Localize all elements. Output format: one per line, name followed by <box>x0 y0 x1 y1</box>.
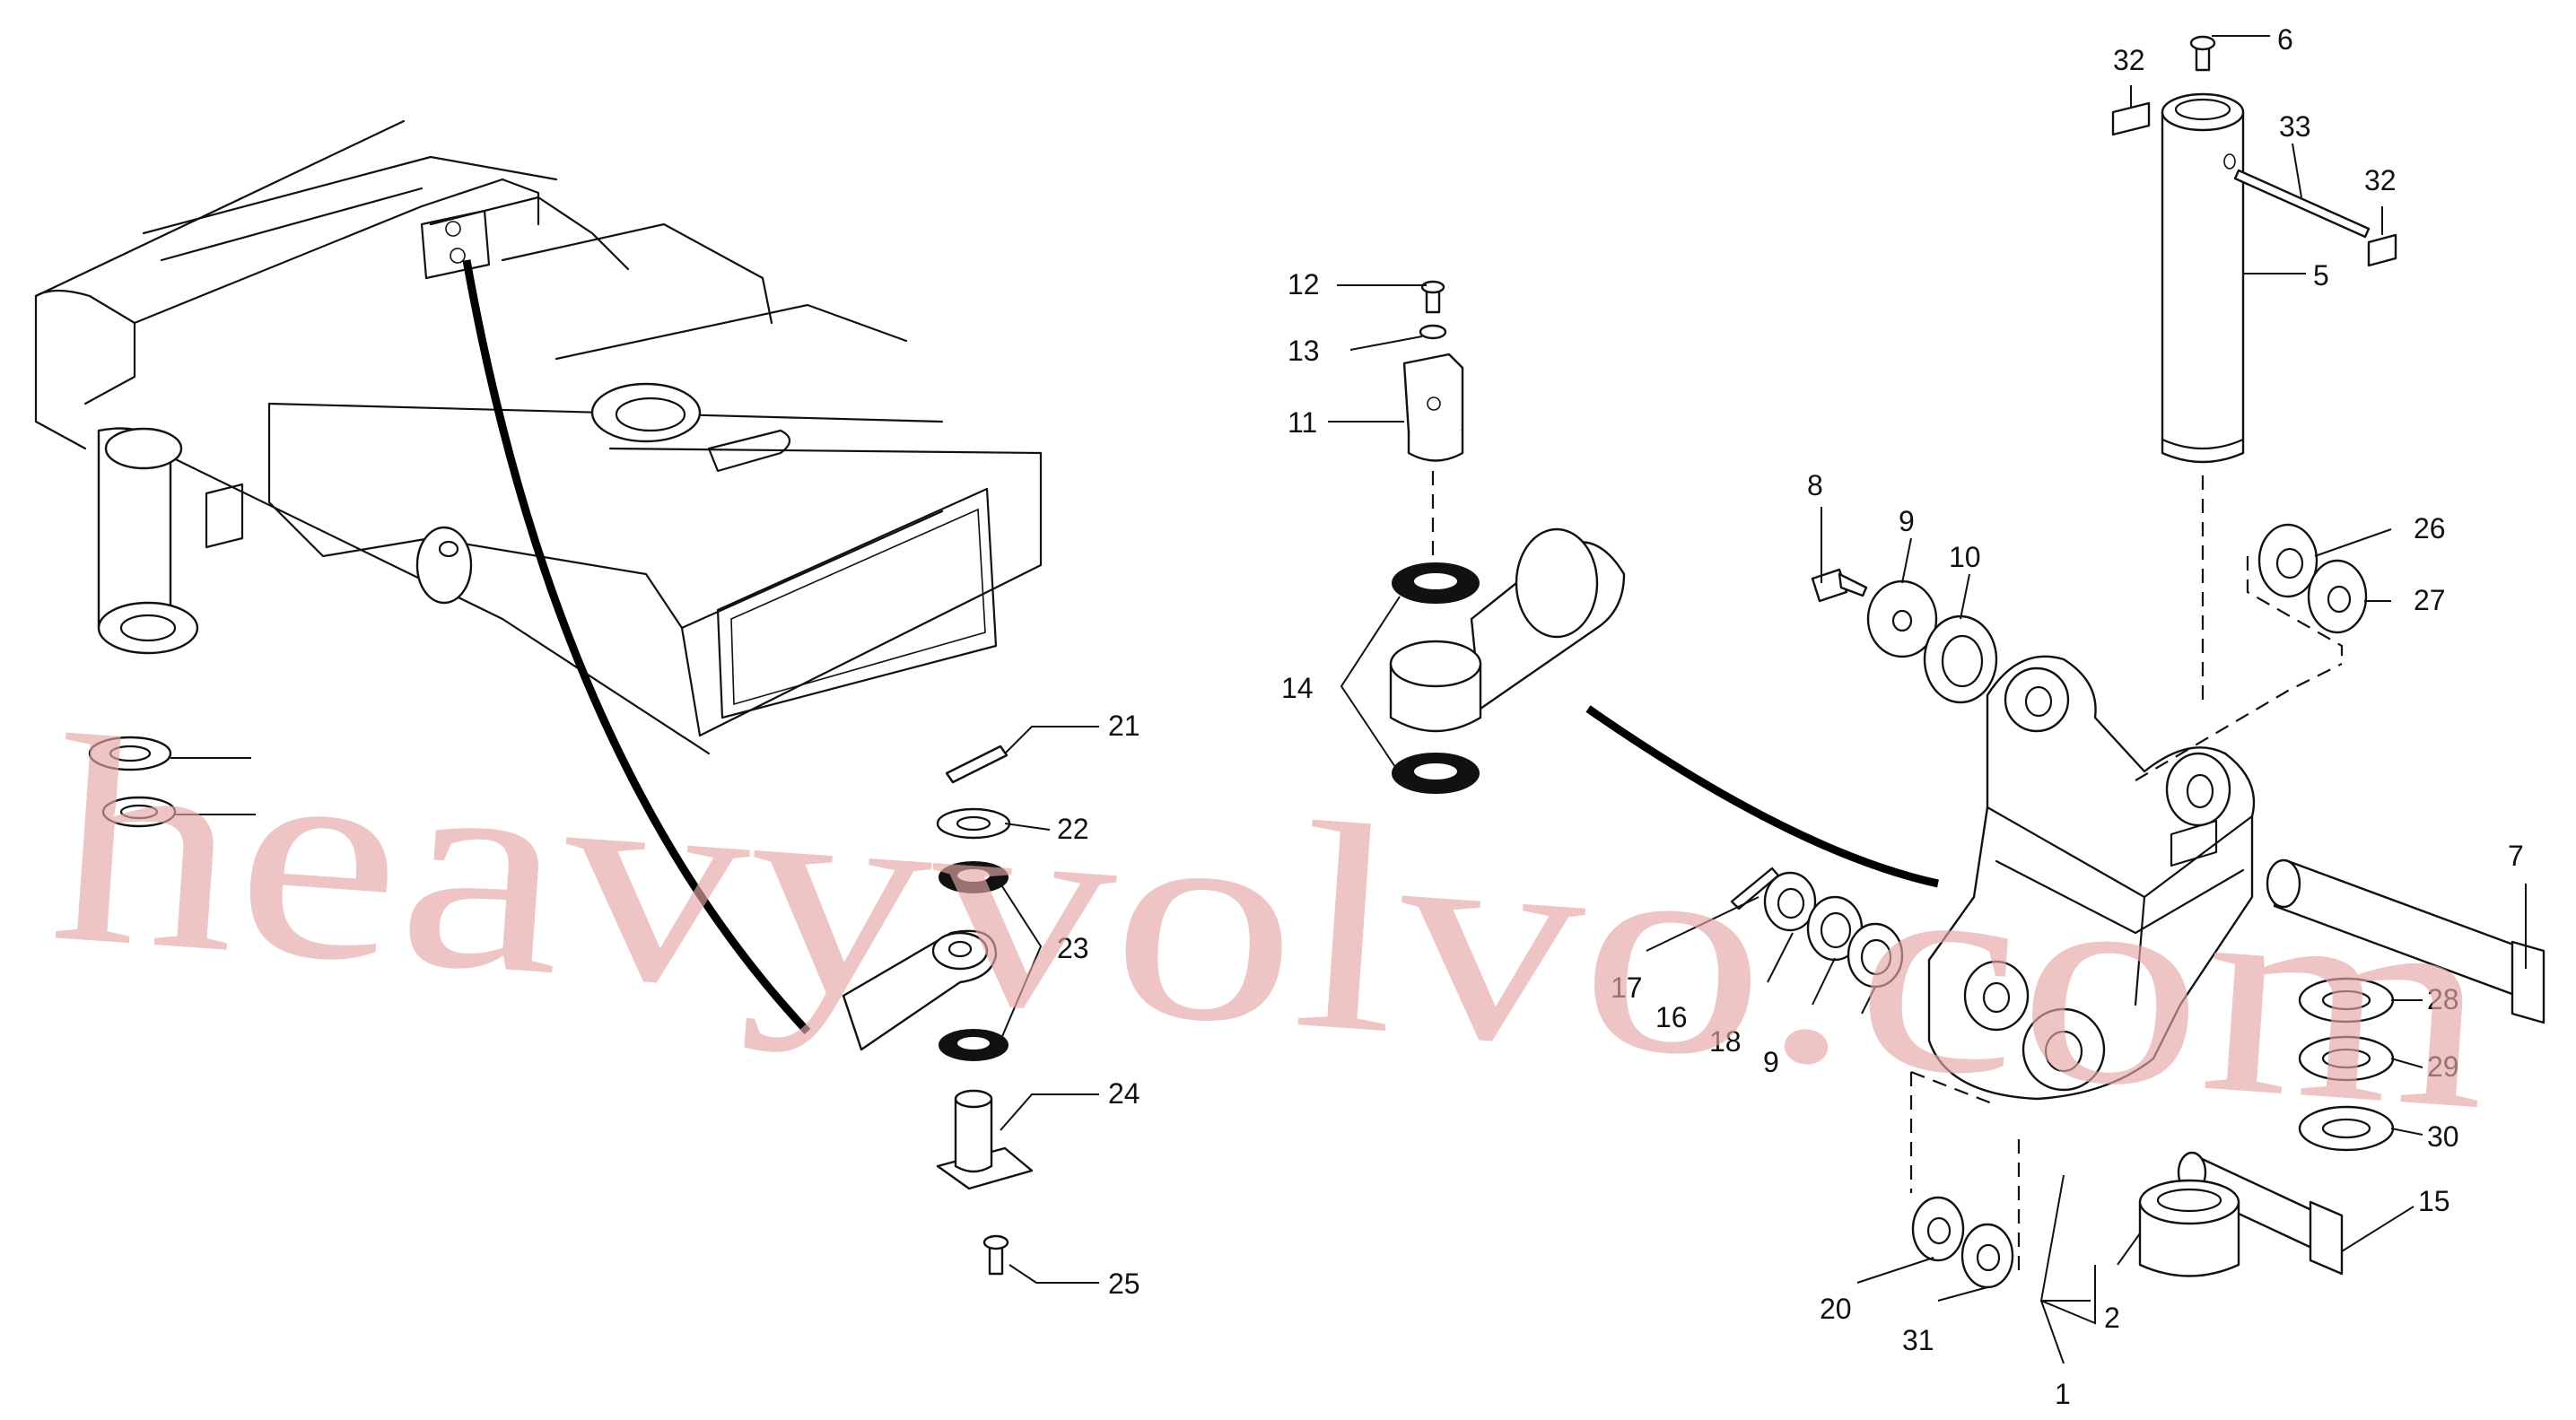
rod-33 <box>2233 169 2371 239</box>
bushing-2 <box>2138 1179 2240 1277</box>
assembly-leader-curve-right <box>1585 705 1939 888</box>
callout-26: 26 <box>2414 512 2446 544</box>
pin-7 <box>2266 858 2545 1024</box>
washer-13 <box>1419 324 1447 340</box>
callout-9-upper: 9 <box>1899 505 1915 537</box>
leader-lines <box>1000 35 2527 1364</box>
callout-17: 17 <box>1611 971 1643 1004</box>
bolt-12 <box>1420 280 1445 314</box>
keeper-32-right <box>2367 233 2397 267</box>
callout-6: 6 <box>2277 23 2293 56</box>
undercarriage-frame <box>34 119 1043 755</box>
link-14 <box>1389 527 1626 733</box>
bolt-6 <box>2189 35 2216 72</box>
callout-32-right: 32 <box>2364 164 2397 196</box>
callout-5: 5 <box>2313 259 2329 292</box>
watermark: heavyvolvo.com <box>44 675 2502 1172</box>
callout-8: 8 <box>1807 469 1823 501</box>
swing-bracket-1 <box>1927 655 2256 1101</box>
callout-15: 15 <box>2418 1185 2450 1217</box>
callout-10: 10 <box>1949 541 1981 573</box>
callout-27: 27 <box>2414 584 2446 616</box>
callout-28: 28 <box>2427 983 2459 1015</box>
callout-30: 30 <box>2427 1120 2459 1153</box>
arm-bracket-end <box>842 929 998 1051</box>
washer-27 <box>2307 559 2368 634</box>
washer-20 <box>1911 1196 1965 1262</box>
callout-2: 2 <box>2104 1302 2120 1334</box>
washer-16 <box>1763 871 1817 932</box>
callout-22: 22 <box>1057 813 1089 845</box>
callout-29: 29 <box>2427 1050 2459 1083</box>
callout-11: 11 <box>1288 406 1317 439</box>
callout-13: 13 <box>1288 335 1320 367</box>
callout-20: 20 <box>1820 1293 1852 1325</box>
callout-21: 21 <box>1108 710 1140 742</box>
callout-33: 33 <box>2279 110 2311 143</box>
callout-25: 25 <box>1108 1268 1140 1300</box>
pin-15 <box>2177 1151 2344 1276</box>
keeper-32-left <box>2111 101 2151 136</box>
washer-31 <box>1960 1223 2014 1289</box>
callout-32-left: 32 <box>2113 44 2145 76</box>
callout-31: 31 <box>1902 1324 1934 1356</box>
lock-plate-11 <box>1402 353 1464 462</box>
callout-18: 18 <box>1709 1025 1742 1058</box>
callout-7: 7 <box>2508 840 2524 872</box>
callout-23: 23 <box>1057 932 1089 964</box>
callout-labels: 1 2 5 6 7 8 9 9 10 11 12 13 14 15 16 17 … <box>1057 23 2524 1410</box>
callout-16: 16 <box>1655 1001 1688 1033</box>
bolt-25 <box>982 1234 1009 1276</box>
pin-24 <box>936 1089 1034 1190</box>
assembly-leader-curve-left <box>462 259 811 1035</box>
pin-5 <box>2161 92 2245 464</box>
callout-9-lower: 9 <box>1763 1046 1779 1078</box>
callout-12: 12 <box>1288 268 1320 301</box>
cotter-pin-21 <box>945 745 1009 784</box>
washer-10 <box>1923 614 1998 704</box>
callout-24: 24 <box>1108 1077 1140 1110</box>
washer-26 <box>2257 523 2318 598</box>
callout-14: 14 <box>1281 672 1314 704</box>
frame-washers <box>88 736 256 828</box>
callout-1: 1 <box>2055 1378 2071 1410</box>
